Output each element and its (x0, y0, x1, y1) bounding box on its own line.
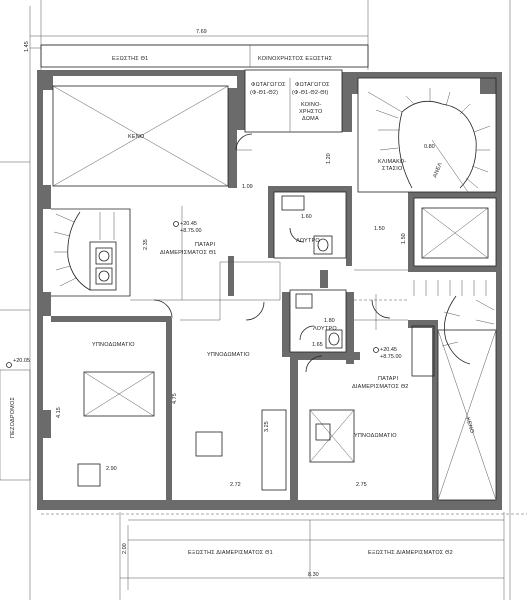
dimension-texts: 7.69 1.45 1.20 1.09 0.80 1.60 1.50 1.50 … (24, 29, 435, 578)
label-veranda-top: ΕΞΩΣΤΗΣ Θ1 (112, 56, 148, 62)
level-1-a: +20.45 (180, 221, 197, 227)
label-light-well-right-code: (Φ-Θ1-Θ2-ΘΙ) (292, 90, 328, 96)
dim-2-00: 2.00 (122, 543, 128, 554)
label-stairwell-1: ΚΛΙΜΑΚΟ- (378, 159, 406, 165)
label-veranda-bottom-1: ΕΞΩΣΤΗΣ ΔΙΑΜΕΡΙΣΜΑΤΟΣ Θ1 (188, 550, 273, 556)
label-light-well-left: ΦΩΤΑΓΩΓΟΣ (251, 82, 286, 88)
label-bedroom-2: ΥΠΝΟΔΩΜΑΤΙΟ (207, 352, 250, 358)
street-area (0, 369, 31, 481)
label-common-veranda: ΚΟΙΝΟΧΡΗΣΤΟΣ ΕΞΩΣΤΗΣ (258, 56, 333, 62)
dim-1-09: 1.09 (242, 184, 253, 190)
dim-4-75: 4.75 (172, 393, 178, 404)
label-landing-2b: ΔΙΑΜΕΡΙΣΜΑΤΟΣ Θ2 (352, 384, 409, 390)
dim-1-50b: 1.50 (401, 233, 407, 244)
stairs-top-right (367, 88, 491, 193)
label-street: ΠΕΖΟΔΡΟΜΟΣ (10, 397, 16, 438)
label-veranda-bottom-2: ΕΞΩΣΤΗΣ ΔΙΑΜΕΡΙΣΜΑΤΟΣ Θ2 (368, 550, 453, 556)
stairs-right-lower (413, 280, 495, 365)
label-common-space-1: ΚΟΙΝΟ- (301, 102, 322, 108)
level-marker-street (6, 362, 12, 368)
label-landing-2: ΠΑΤΑΡΙ (378, 376, 399, 382)
level-marks: +20.45 +8.75.00 +20.45 +8.75.00 +20.05 (6, 221, 402, 368)
label-wc-2: ΛΟΥΤΡΟ (313, 326, 337, 332)
label-landing-1b: ΔΙΑΜΕΡΙΣΜΑΤΟΣ Θ1 (160, 250, 217, 256)
room-labels: ΕΞΩΣΤΗΣ Θ1 ΚΟΙΝΟΧΡΗΣΤΟΣ ΕΞΩΣΤΗΣ ΚΕΝΟ ΦΩΤ… (10, 56, 475, 556)
label-void-left: ΚΕΝΟ (128, 134, 145, 140)
label-light-well-left-code: (Φ-Θ1-Θ2) (250, 90, 278, 96)
dim-top-width: 7.69 (196, 29, 207, 35)
walls (37, 70, 502, 510)
dim-0-80: 0.80 (424, 144, 435, 150)
level-1-b: +8.75.00 (180, 228, 202, 234)
level-marker-1 (173, 221, 179, 227)
label-landing-1: ΠΑΤΑΡΙ (195, 242, 216, 248)
label-bedroom-1: ΥΠΝΟΔΩΜΑΤΙΟ (92, 342, 135, 348)
dim-1-80: 1.80 (324, 318, 335, 324)
label-common-space-2: ΧΡΗΣΤΟ (299, 109, 323, 115)
level-2-a: +20.45 (380, 347, 397, 353)
top-veranda (40, 44, 369, 68)
label-lift: ΑΝΕΛ (432, 162, 444, 179)
dim-2-72: 2.72 (230, 482, 241, 488)
dim-1-50: 1.50 (374, 226, 385, 232)
doors (153, 133, 391, 373)
level-marker-2 (373, 347, 379, 353)
label-bedroom-3: ΥΠΝΟΔΩΜΑΤΙΟ (354, 433, 397, 439)
label-wc-1: ΛΟΥΤΡΟ (296, 238, 320, 244)
dim-2-90: 2.90 (106, 466, 117, 472)
dim-bottom-width: 8.30 (308, 572, 319, 578)
stairs-left (53, 211, 115, 291)
dim-2-75: 2.75 (356, 482, 367, 488)
dim-1-60: 1.60 (301, 214, 312, 220)
dim-2-35: 2.35 (143, 239, 149, 250)
dim-3-25: 3.25 (264, 421, 270, 432)
label-light-well-right: ΦΩΤΑΓΩΓΟΣ (295, 82, 330, 88)
label-void-right: ΚΕΝΟ (464, 417, 475, 435)
dim-1-20: 1.20 (326, 153, 332, 164)
dim-4-15: 4.15 (56, 407, 62, 418)
bottom-veranda (128, 520, 504, 578)
level-2-b: +8.75.00 (380, 354, 402, 360)
dim-left-top: 1.45 (24, 41, 30, 52)
bathroom-fixtures (281, 195, 343, 349)
level-street: +20.05 (13, 358, 30, 364)
label-stairwell-2: ΣΤΑΣΙΟ (382, 166, 403, 172)
dim-1-65: 1.65 (312, 342, 323, 348)
label-common-space-3: ΔΩΜΑ (302, 116, 319, 122)
interior-lines (51, 69, 497, 501)
